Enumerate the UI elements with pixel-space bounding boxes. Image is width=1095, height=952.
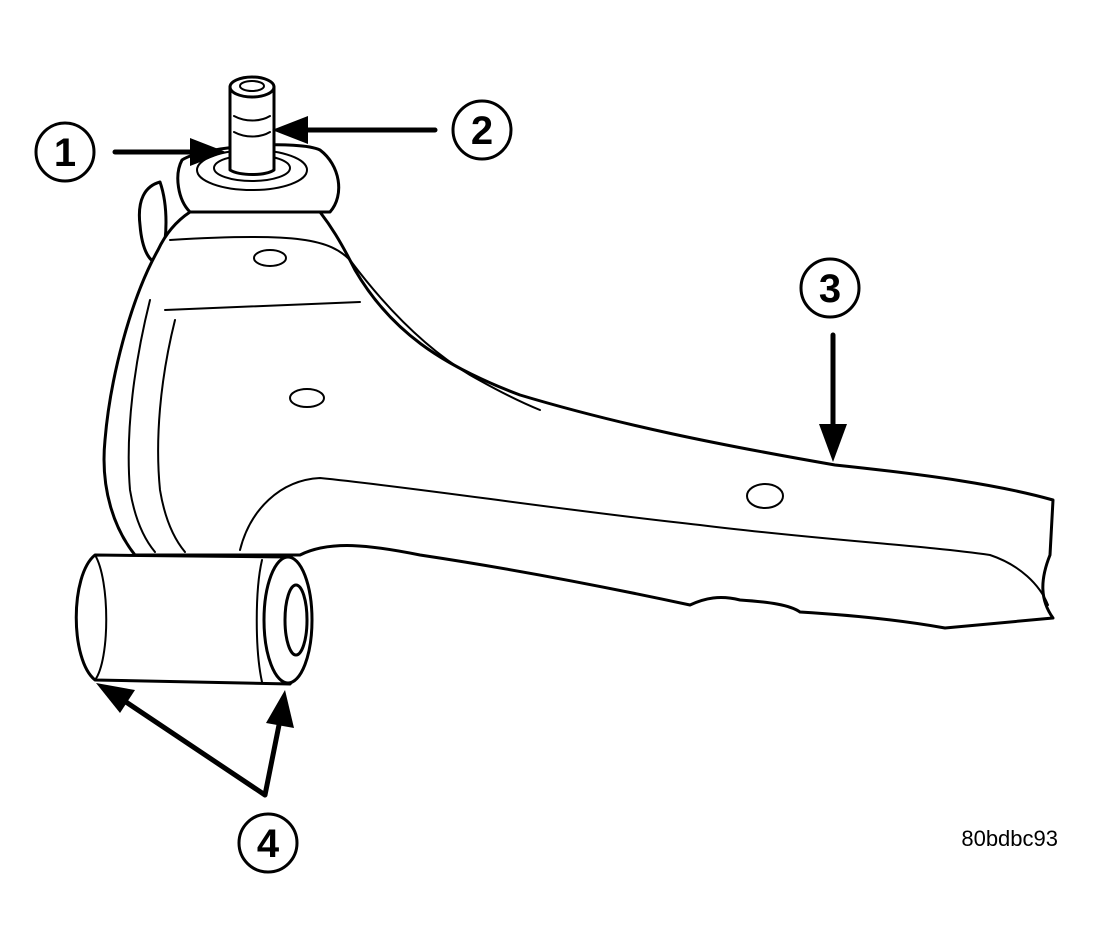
- callout-1: 1: [34, 121, 226, 183]
- arm-left-lip: [137, 180, 168, 264]
- callout-4-arrowhead-left: [96, 683, 135, 713]
- ball-joint-stud: [228, 86, 276, 176]
- arm-left-flange-inner: [157, 319, 186, 553]
- arm-hole-mid: [289, 388, 325, 408]
- callout-3-circle: [799, 257, 861, 319]
- callout-2-circle: [451, 99, 513, 161]
- ball-joint: [176, 75, 341, 214]
- callout-1-circle: [34, 121, 96, 183]
- arm-hole-top: [253, 249, 287, 267]
- bushing-sleeve-line: [255, 559, 263, 683]
- callout-4-arrowhead-right: [266, 690, 294, 728]
- callout-4-leader: [117, 695, 283, 798]
- callout-2-number: 2: [471, 109, 493, 153]
- bushing-bore: [283, 583, 309, 657]
- callout-4: 4: [96, 683, 299, 874]
- callout-2: 2: [272, 99, 513, 161]
- callout-3: 3: [799, 257, 861, 462]
- arm-contour-mid: [164, 301, 361, 311]
- callout-4-circle: [237, 812, 299, 874]
- control-arm: [102, 180, 1055, 630]
- figure-id: 80bdbc93: [961, 826, 1058, 851]
- callout-1-arrowhead: [190, 138, 226, 166]
- arm-hole-right: [746, 483, 784, 509]
- bushing-left-edge: [94, 554, 108, 681]
- callout-3-number: 3: [819, 267, 841, 311]
- arm-contour-lower: [239, 477, 1049, 606]
- arm-left-flange: [127, 299, 156, 553]
- bushing: [74, 553, 314, 686]
- ball-joint-stud-groove: [233, 115, 271, 138]
- callout-1-number: 1: [54, 131, 76, 175]
- callout-3-arrowhead: [819, 424, 847, 462]
- callout-2-arrowhead: [272, 116, 308, 144]
- ball-joint-stud-bore: [239, 80, 265, 92]
- callout-4-number: 4: [257, 822, 280, 866]
- arm-contour-upper: [169, 235, 541, 411]
